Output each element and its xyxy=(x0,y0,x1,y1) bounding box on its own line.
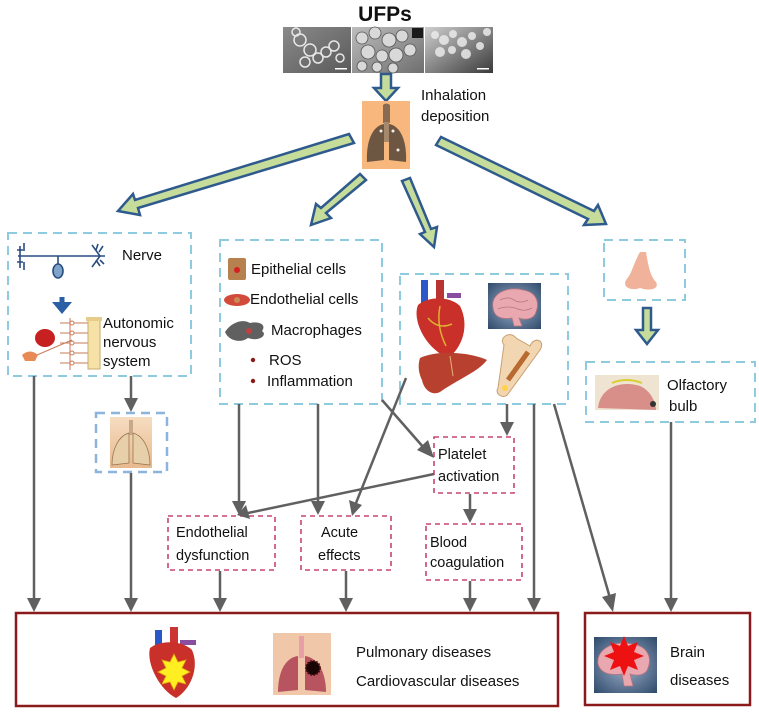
autonomic-nervous-system-icon xyxy=(22,317,102,370)
inhalation-label-line2: deposition xyxy=(421,108,489,125)
connector-arrow xyxy=(664,422,678,612)
connector-arrow xyxy=(463,494,477,523)
endothelial-dysfunction-box xyxy=(167,515,276,571)
damaged-heart-icon xyxy=(149,627,196,698)
brain-icon xyxy=(488,283,541,329)
arrow-to-organs-box xyxy=(400,176,439,250)
nerve-label: Nerve xyxy=(122,247,162,264)
platelet-activation-box xyxy=(433,436,515,494)
acute-label-line2: effects xyxy=(318,548,360,564)
connector-arrow xyxy=(500,404,514,436)
cells-item-label: Macrophages xyxy=(271,322,362,339)
brain-label-line1: Brain xyxy=(670,644,705,661)
connector-arrow xyxy=(124,473,138,612)
olfactory-label-line1: Olfactory xyxy=(667,377,728,394)
connector-arrow xyxy=(237,472,435,519)
inflammation-label: Inflammation xyxy=(267,373,353,390)
nerve-down-arrow-icon xyxy=(52,297,72,314)
ans-label-line2: nervous xyxy=(103,334,156,351)
ros-label: ROS xyxy=(269,352,302,369)
arrow-to-nose-box xyxy=(434,135,608,227)
damaged-lungs-icon xyxy=(273,633,331,695)
acute-label-line1: Acute xyxy=(321,525,358,541)
endothelial-cell-icon xyxy=(224,294,250,306)
respiratory-tract-icon xyxy=(362,101,410,169)
connectors xyxy=(27,376,678,612)
cells-item-label: Endothelial cells xyxy=(250,291,358,308)
olfactory-bulb-icon xyxy=(595,375,659,410)
liver-icon xyxy=(418,352,487,394)
arrow-to-nerve-box xyxy=(115,132,356,217)
bullet-icon xyxy=(250,357,256,363)
inhalation-label-line1: Inhalation xyxy=(421,87,486,104)
cells-item-label: Epithelial cells xyxy=(251,261,346,278)
sem-image-2 xyxy=(352,26,424,74)
arrow-nose-to-olfactory xyxy=(633,306,661,347)
bone-icon xyxy=(496,334,543,397)
lungs-icon xyxy=(110,417,152,468)
diagram-title: UFPs xyxy=(358,3,412,26)
heart-icon xyxy=(416,280,465,358)
connector-arrow xyxy=(381,399,434,458)
connector-arrow xyxy=(527,404,541,612)
connector-arrow xyxy=(552,403,616,612)
arrow-ufps-to-inhalation xyxy=(371,72,401,103)
arrow-to-cells-box xyxy=(309,172,368,227)
sem-image-1 xyxy=(283,27,351,73)
connector-arrow xyxy=(27,376,41,612)
epithelial-cell-icon xyxy=(228,258,246,280)
connector-arrow xyxy=(349,377,408,516)
connector-arrow xyxy=(124,376,138,412)
bullet-icon xyxy=(250,378,256,384)
endothelial-label-line1: Endothelial xyxy=(176,525,248,541)
connector-arrow xyxy=(311,404,325,515)
sem-image-3 xyxy=(425,27,493,73)
blood-label-line2: coagulation xyxy=(430,555,504,571)
pulmonary-diseases-label: Pulmonary diseases xyxy=(356,644,491,661)
acute-effects-box xyxy=(300,515,392,571)
cardiovascular-diseases-label: Cardiovascular diseases xyxy=(356,673,519,690)
macrophage-icon xyxy=(225,321,264,341)
ans-label-line1: Autonomic xyxy=(103,315,174,332)
nose-icon xyxy=(625,252,657,290)
connector-arrow xyxy=(213,571,227,612)
damaged-brain-icon xyxy=(594,636,657,693)
platelet-label-line1: Platelet xyxy=(438,447,486,463)
brain-label-line2: diseases xyxy=(670,672,729,689)
connector-arrow xyxy=(232,404,246,515)
endothelial-label-line2: dysfunction xyxy=(176,548,249,564)
olfactory-label-line2: bulb xyxy=(669,398,697,415)
ans-label-line3: system xyxy=(103,353,151,370)
blood-coagulation-box xyxy=(425,523,523,581)
neuron-icon xyxy=(17,243,105,279)
connector-arrow xyxy=(339,571,353,612)
connector-arrow xyxy=(463,581,477,612)
platelet-label-line2: activation xyxy=(438,469,499,485)
blood-label-line1: Blood xyxy=(430,535,467,551)
